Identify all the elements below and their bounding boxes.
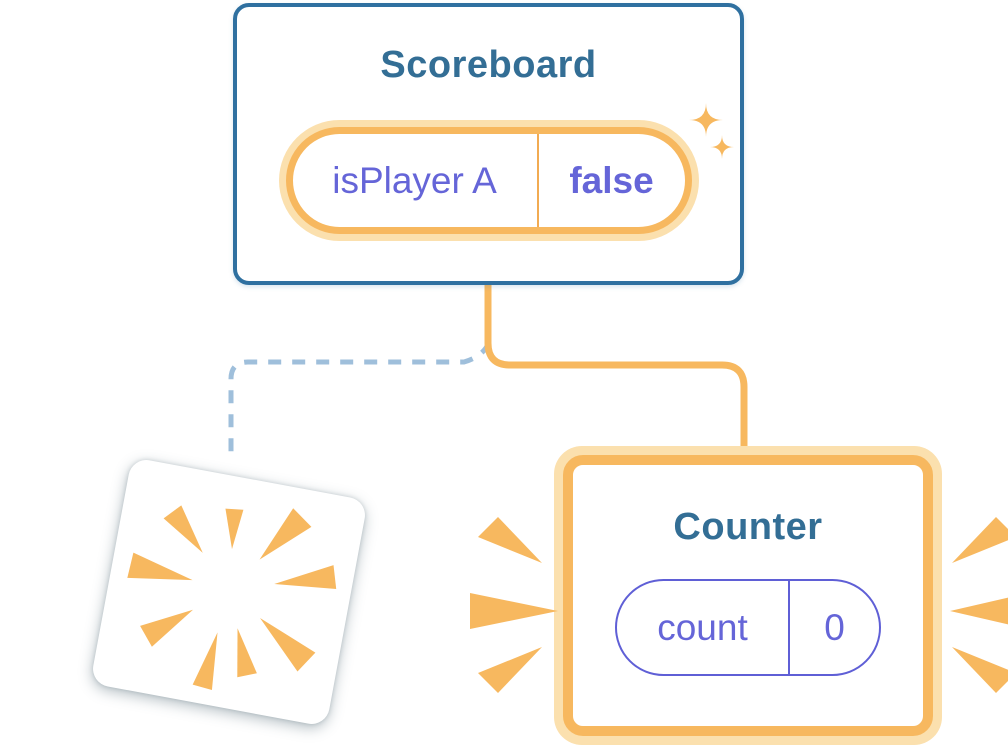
emphasis-rays-icon [950,517,1008,693]
solid-connector-counter-branch [484,283,748,462]
scoreboard-title: Scoreboard [380,44,597,86]
dashed-connector-removed-branch [228,341,492,456]
counter-state-pill: count 0 [615,579,881,676]
state-value: false [569,159,654,201]
counter-card: Counter count 0 [554,446,942,745]
scoreboard-state-pill: isPlayer A false [278,120,699,241]
pill-divider [536,134,539,227]
removed-component-card [90,457,368,727]
state-pill-body: isPlayer A false [285,127,692,234]
emphasis-rays-icon [470,517,558,693]
counter-card-body: Counter count 0 [563,455,933,736]
state-name: count [657,606,748,648]
state-name: isPlayer A [332,159,497,201]
scoreboard-card: Scoreboard isPlayer A false [233,3,744,285]
sparkle-icon [689,103,734,159]
burst-icon [127,505,337,691]
state-value: 0 [824,606,845,648]
counter-title: Counter [673,506,823,548]
pill-divider [788,581,790,674]
